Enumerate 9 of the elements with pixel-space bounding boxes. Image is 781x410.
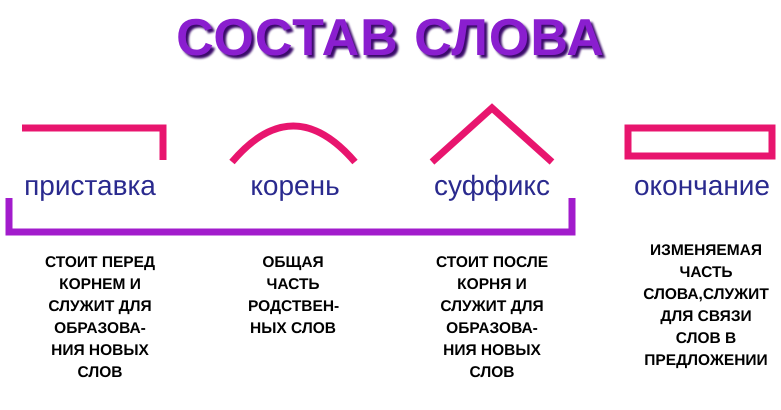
description-text: СТОИТ ПЕРЕД КОРНЕМ И СЛУЖИТ ДЛЯ ОБРАЗОВА- НИЯ НОВЫХ СЛОВ [44, 253, 156, 383]
description-text: СТОИТ ПОСЛЕ КОРНЯ И СЛУЖИТ ДЛЯ ОБРАЗОВА- НИЯ НОВЫХ СЛОВ [434, 253, 550, 383]
title: СОСТАВ СЛОВА [175, 8, 606, 68]
term-label: корень [249, 170, 341, 202]
term-label: окончание [632, 170, 771, 202]
term-label: суффикс [433, 170, 551, 202]
description-text: ИЗМЕНЯЕМАЯ ЧАСТЬ СЛОВА,СЛУЖИТ ДЛЯ СВЯЗИ СЛОВ В ПРЕДЛОЖЕНИИ [642, 241, 770, 371]
term-label: приставка [23, 170, 157, 202]
description-text: ОБЩАЯ ЧАСТЬ РОДСТВЕН- НЫХ СЛОВ [248, 253, 338, 339]
